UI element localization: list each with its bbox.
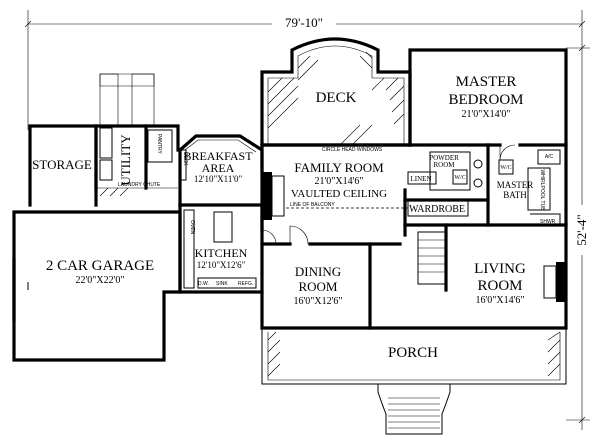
utility-block: PANTRY UTILITY LAUNDRY CHUTE STORAGE: [28, 73, 180, 207]
circle-head-windows-note: CIRCLE HEAD WINDOWS: [322, 147, 383, 153]
powder-room-name-2: ROOM: [433, 161, 455, 169]
master-bath-name-2: BATH: [503, 190, 527, 200]
living-size: 16'0"X14'6": [476, 295, 525, 306]
storage-label: STORAGE: [32, 157, 92, 172]
dining-name-1: DINING: [295, 264, 341, 279]
shower-note: SHWR: [540, 219, 556, 225]
porch-label: PORCH: [388, 345, 438, 361]
deck-label: DECK: [316, 90, 357, 106]
width-label-bg: [272, 14, 336, 30]
dining-room: DINING ROOM 16'0"X12'6": [260, 242, 402, 330]
living-room: LIVING ROOM 16'0"X14'6": [474, 261, 566, 306]
master-bedroom-size: 21'0"X14'0": [462, 109, 511, 120]
dining-size: 16'0"X12'6": [294, 296, 343, 307]
breakfast-size: 12'10"X11'0": [194, 174, 243, 184]
ac-note: A/C: [545, 154, 554, 160]
living-name-1: LIVING: [474, 261, 526, 277]
utility-label: UTILITY: [118, 134, 133, 186]
whirlpool-note: WHIRLPOOL TUB: [539, 169, 545, 211]
family-room-size: 21'0"X14'6": [315, 176, 364, 187]
master-bedroom-name-1: MASTER: [456, 74, 517, 90]
kitchen: KITCHEN 12'10"X12'6" OVEN D.W. SINK REFG…: [178, 203, 264, 294]
wc-label-2: W/C: [500, 165, 511, 171]
master-bedroom: MASTER BEDROOM 21'0"X14'0": [408, 74, 568, 147]
family-room-note: VAULTED CEILING: [291, 188, 387, 200]
living-fireplace: [556, 262, 566, 302]
family-fireplace: [262, 172, 272, 220]
powder-room-name-1: POWDER: [429, 154, 459, 162]
dimension-lines: [24, 10, 590, 430]
dw-note: D.W.: [198, 281, 209, 287]
balcony-note: LINE OF BALCONY: [290, 202, 335, 208]
porch: PORCH: [261, 328, 567, 435]
breakfast-name-1: BREAKFAST: [183, 149, 253, 163]
garage-size: 22'0"X22'0": [76, 275, 125, 286]
sink-note: SINK: [216, 281, 228, 287]
breakfast-name-2: AREA: [202, 161, 235, 175]
door-swings: [261, 144, 516, 245]
garage: 2 CAR GARAGE 22'0"X22'0": [12, 210, 182, 362]
dining-name-2: ROOM: [298, 279, 337, 294]
pantry-label: PANTRY: [156, 134, 162, 154]
laundry-chute-note: LAUNDRY CHUTE: [118, 182, 161, 188]
central-core: POWDER ROOM LINEN W/C WARDROBE W/C MASTE…: [403, 143, 568, 292]
depth-label-bg: [574, 205, 590, 255]
master-bath-name-1: MASTER: [497, 180, 534, 190]
linen-label: LINEN: [411, 175, 432, 183]
overall-width: 79'-10": [285, 15, 323, 30]
oven-note: OVEN: [189, 220, 195, 235]
family-room-name: FAMILY ROOM: [294, 160, 384, 175]
kitchen-size: 12'10"X12'6": [197, 260, 246, 270]
living-name-2: ROOM: [477, 278, 522, 294]
wardrobe-label: WARDROBE: [409, 204, 465, 215]
desk-note: DESK: [182, 152, 188, 166]
garage-name: 2 CAR GARAGE: [46, 258, 154, 274]
master-bedroom-name-2: BEDROOM: [448, 92, 523, 108]
breakfast-area: BREAKFAST AREA 12'10"X11'0" DESK: [178, 134, 264, 207]
refg-note: REFG.: [238, 281, 253, 287]
overall-depth: 52'-4": [574, 214, 589, 245]
deck: DECK CIRCLE HEAD WINDOWS: [260, 37, 412, 153]
wc-label-1: W/C: [454, 175, 465, 181]
kitchen-name: KITCHEN: [195, 246, 248, 260]
family-room: FAMILY ROOM 21'0"X14'6" VAULTED CEILING …: [260, 143, 412, 220]
